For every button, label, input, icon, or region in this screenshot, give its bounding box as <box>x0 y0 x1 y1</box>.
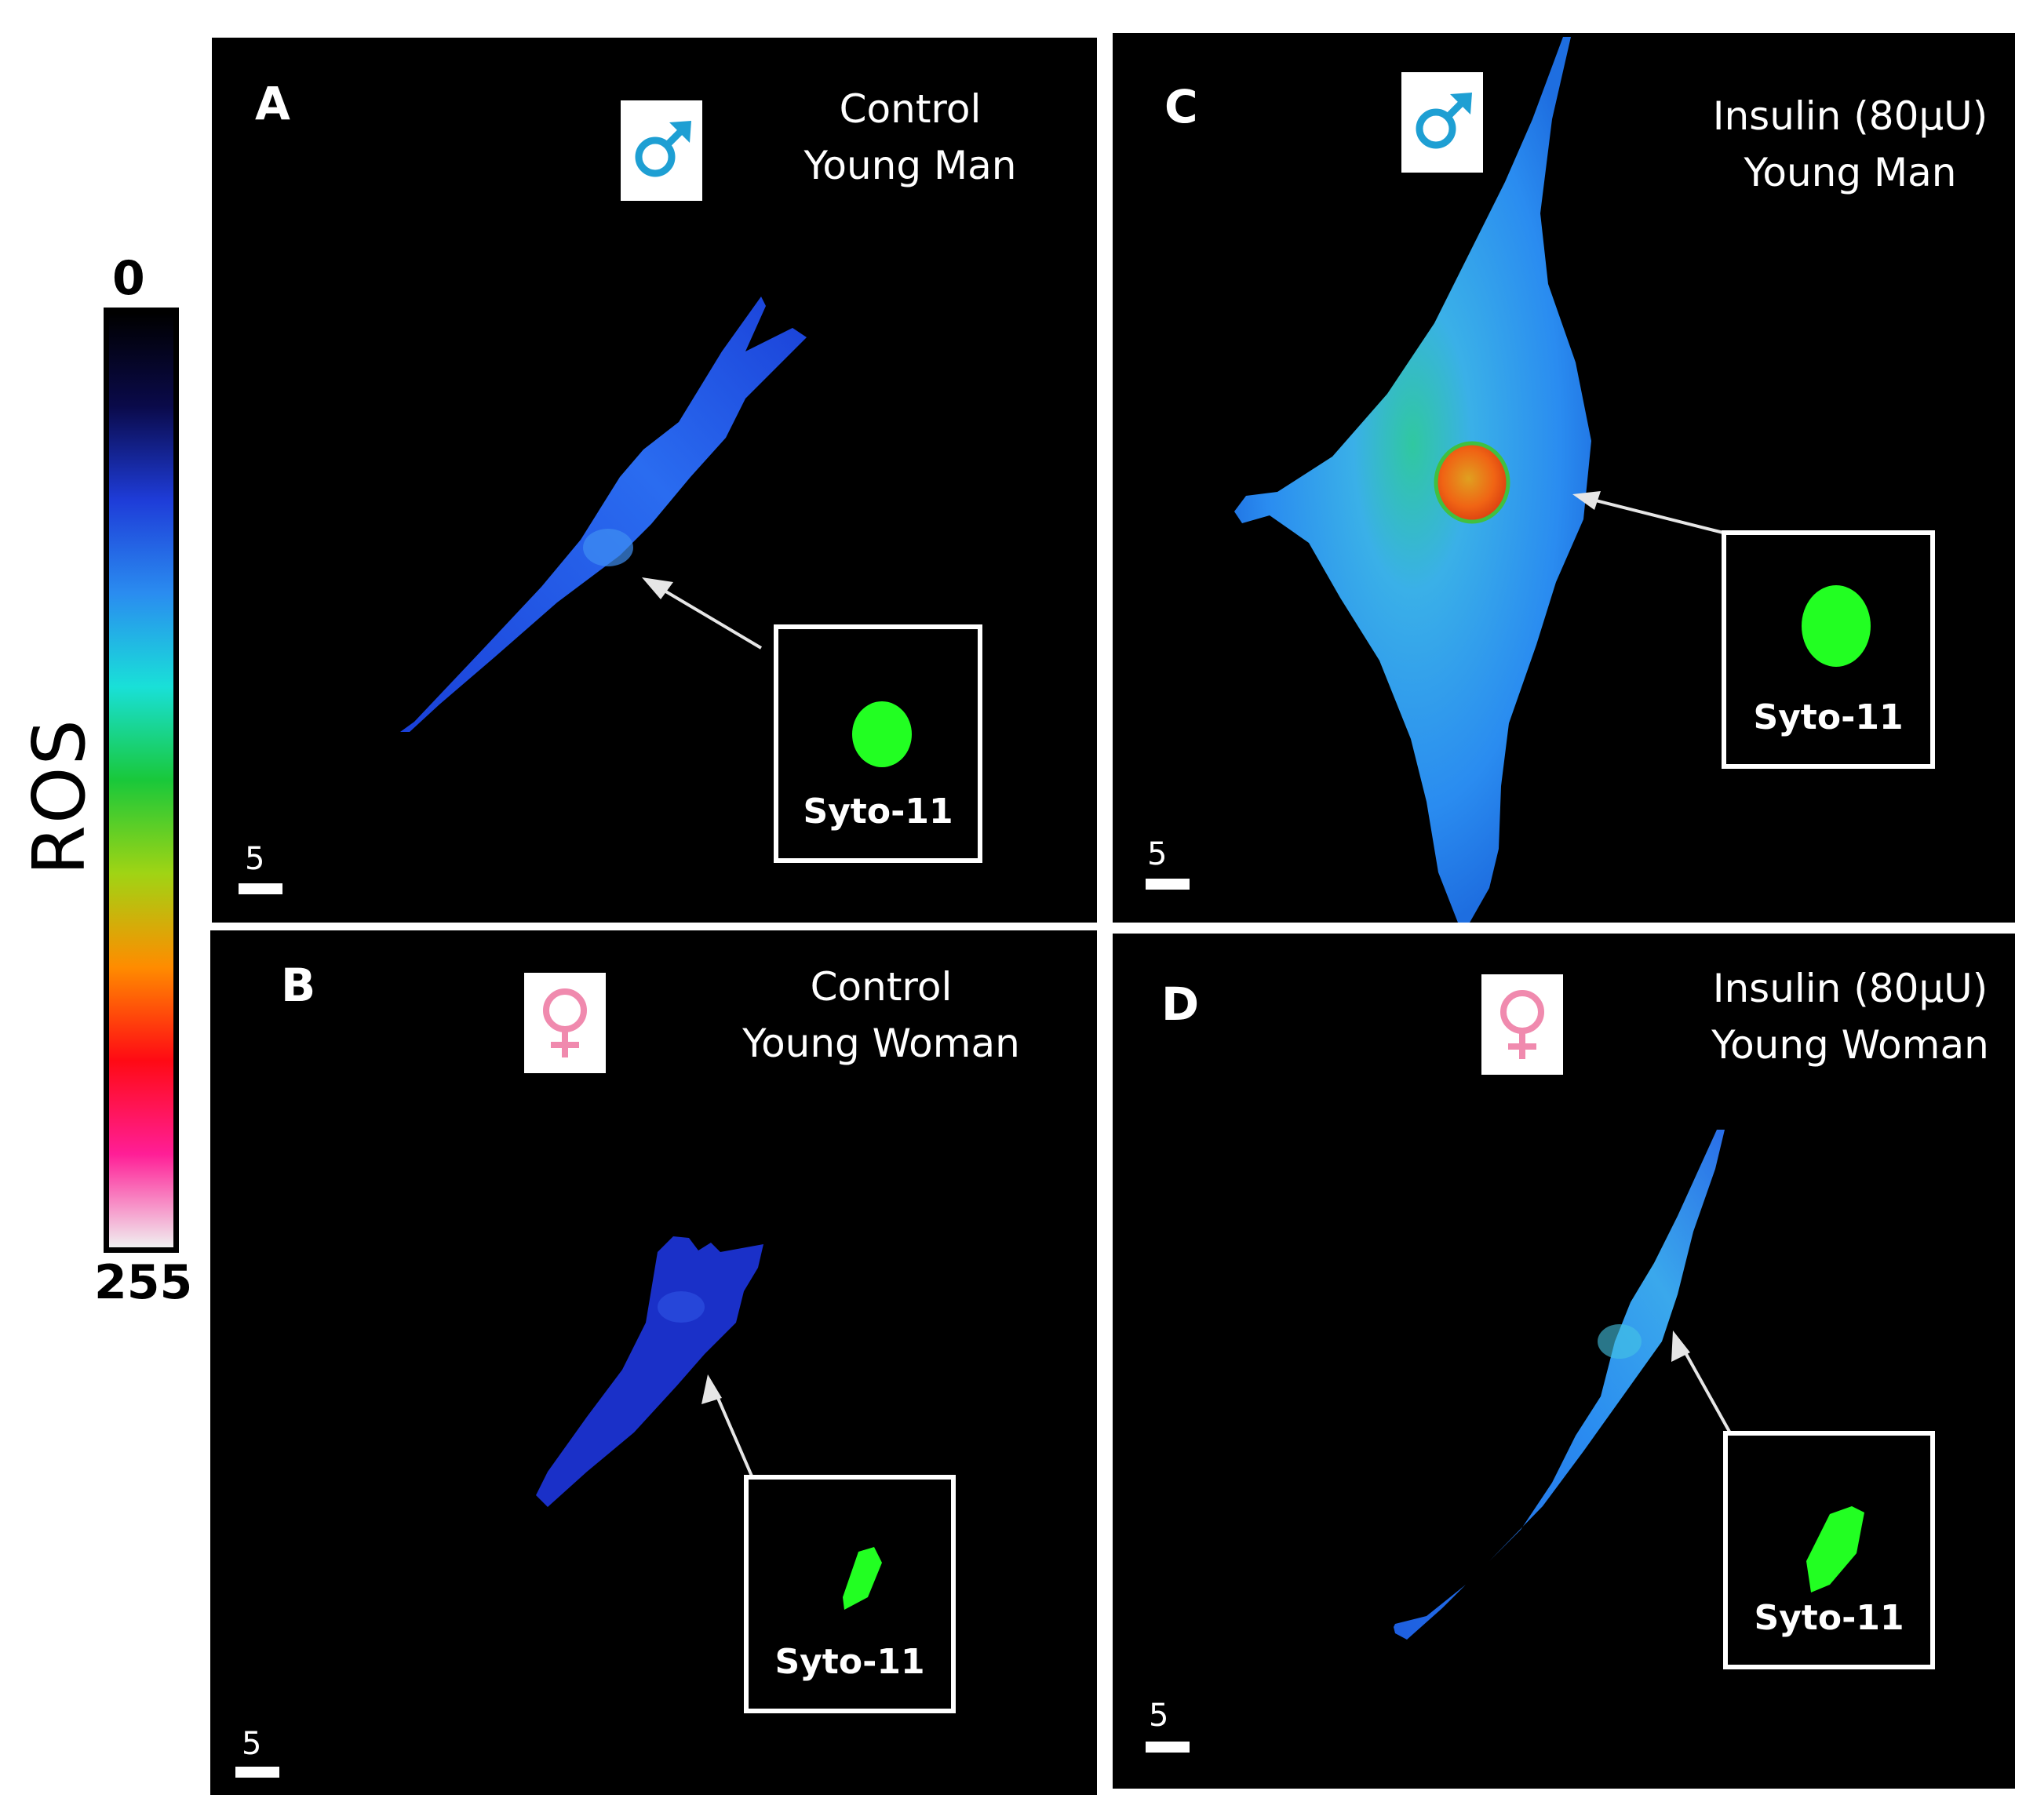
male-icon <box>621 100 702 201</box>
cell-image-d: 5 <box>1146 1130 1742 1753</box>
colorbar-max-label: 0 <box>112 251 145 306</box>
cell-image-c: 5 <box>1146 37 1727 923</box>
colorbar-title: ROS <box>16 702 102 890</box>
syto-inset: Syto-11 <box>774 624 982 863</box>
panel-d: 5 D Insulin (80µU) Young Woman Syto-11 <box>1113 934 2015 1789</box>
cell-body <box>536 1236 763 1507</box>
syto-inset: Syto-11 <box>1723 1431 1935 1669</box>
pointer-arrow <box>650 581 763 650</box>
scale-number: 5 <box>245 841 264 877</box>
caption-line-2: Young Woman <box>742 1021 1020 1066</box>
inset-label: Syto-11 <box>1754 1598 1904 1638</box>
panel-caption: Insulin (80µU) Young Woman <box>1693 960 2007 1073</box>
caption-line-1: Control <box>810 964 953 1010</box>
cell-body <box>1234 37 1591 923</box>
male-icon <box>1401 72 1483 173</box>
pointer-arrow <box>1583 496 1727 535</box>
pointer-arrow <box>711 1385 755 1480</box>
scale-number: 5 <box>1147 836 1167 872</box>
cell-body <box>1394 1130 1725 1640</box>
panel-caption: Control Young Woman <box>716 959 1046 1072</box>
panel-a: 5 A Control Young Man Syto-11 <box>212 38 1097 923</box>
scale-number: 5 <box>1149 1698 1168 1734</box>
nucleus <box>1434 441 1510 524</box>
syto-inset: Syto-11 <box>744 1475 956 1713</box>
colorbar-title-text: ROS <box>16 717 101 875</box>
scale-line <box>235 1767 279 1778</box>
scale-line <box>1146 1742 1190 1753</box>
caption-line-2: Young Man <box>1744 150 1957 195</box>
panel-letter: A <box>255 77 290 130</box>
scale-line <box>1146 879 1190 890</box>
cell-image-b: 5 <box>235 1236 763 1778</box>
inset-label: Syto-11 <box>774 1642 925 1682</box>
colorbar <box>104 308 179 1253</box>
inset-label: Syto-11 <box>1753 697 1904 737</box>
caption-line-2: Young Woman <box>1711 1022 1989 1068</box>
female-icon <box>524 973 606 1073</box>
panel-letter: D <box>1161 977 1200 1031</box>
panel-b: 5 B Control Young Woman Syto-11 <box>210 930 1097 1795</box>
panel-c: 5 C Insulin (80µU) Young Man Syto-11 <box>1113 33 2015 923</box>
caption-line-1: Insulin (80µU) <box>1712 966 1988 1011</box>
syto-inset: Syto-11 <box>1722 530 1935 769</box>
scale-line <box>239 883 282 894</box>
panel-letter: B <box>281 959 316 1012</box>
caption-line-2: Young Man <box>803 143 1017 188</box>
scale-number: 5 <box>242 1726 261 1762</box>
caption-line-1: Insulin (80µU) <box>1712 93 1988 139</box>
inset-label: Syto-11 <box>803 792 953 832</box>
panel-caption: Insulin (80µU) Young Man <box>1701 88 1999 201</box>
colorbar-min-label: 255 <box>94 1255 193 1310</box>
panel-letter: C <box>1164 80 1198 133</box>
panel-caption: Control Young Man <box>785 81 1036 194</box>
cell-image-a: 5 <box>239 297 807 894</box>
female-icon <box>1481 974 1563 1075</box>
cell-body <box>400 297 807 732</box>
caption-line-1: Control <box>839 86 982 132</box>
